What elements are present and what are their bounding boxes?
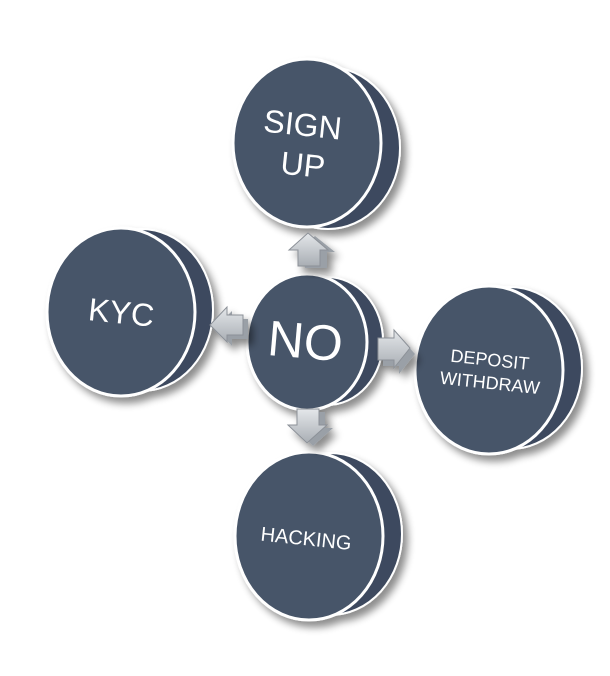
svg-text:SIGN UP: SIGN UP [258,103,353,188]
arrow-down-icon [286,408,333,446]
node-signup-line1: SIGN [262,103,344,147]
arrow-right-icon [377,328,415,374]
node-signup [231,57,401,230]
node-deposit [413,284,583,456]
node-signup-face [231,57,383,229]
node-hacking [233,450,403,622]
arrow-up-icon [287,232,335,268]
node-kyc-label: KYC [87,291,156,334]
node-signup-line2: UP [279,145,327,185]
node-deposit-face [413,284,565,456]
node-kyc-face [45,226,197,398]
node-hacking-face [233,450,385,622]
center-label: NO [266,310,346,372]
node-kyc [45,226,214,398]
arrow-left-icon [209,305,248,346]
